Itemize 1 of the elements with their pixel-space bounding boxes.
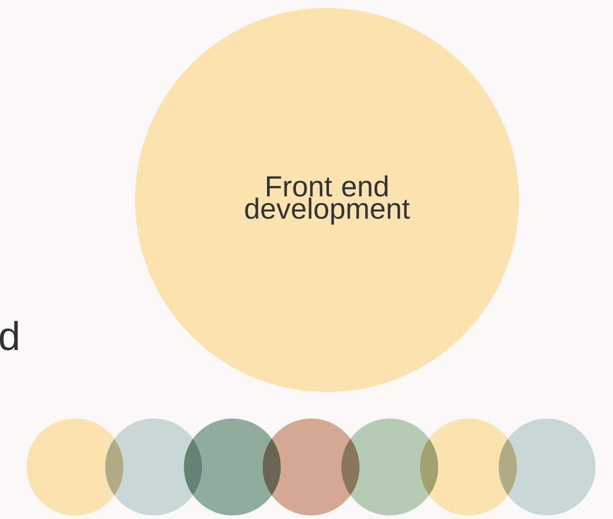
text: d bbox=[0, 321, 18, 350]
